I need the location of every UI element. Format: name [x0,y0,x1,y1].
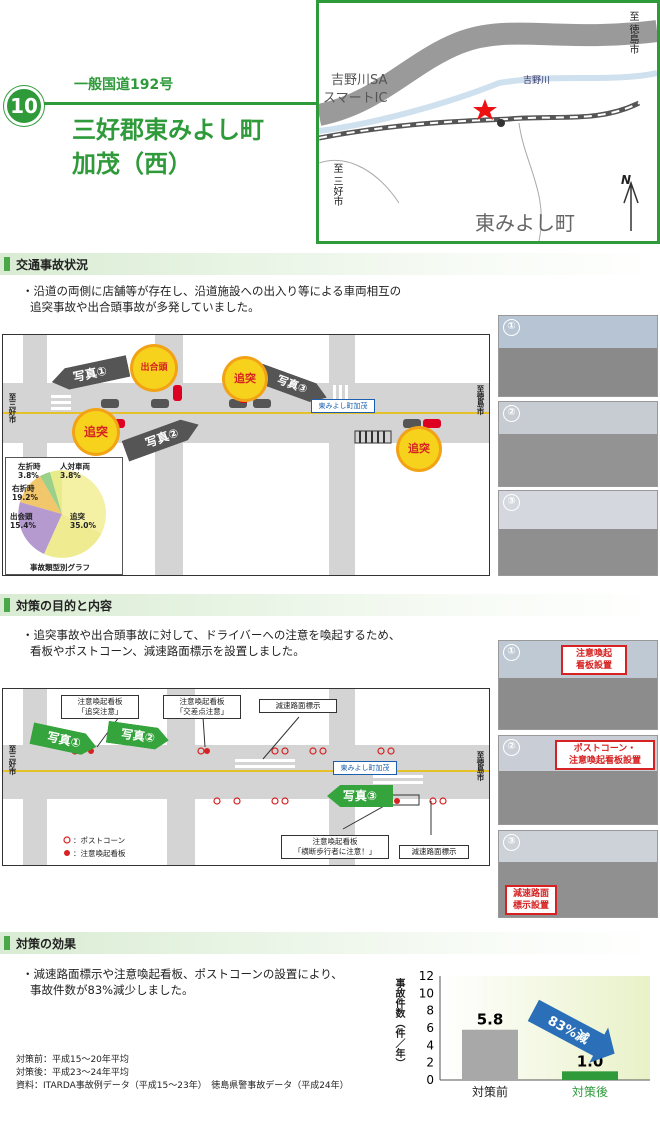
legend-postcone: ：ポストコーン [73,836,126,845]
sign-box-rear-end: 注意喚起看板「追突注意」 [61,695,139,719]
burst-rear-end-1: 追突 [75,411,117,453]
header-badge: 10 [4,86,44,126]
sign-box-intersection: 注意喚起看板「交差点注意」 [163,695,241,719]
x-tick-label: 対策前 [472,1084,508,1099]
y-tick-label: 10 [419,986,434,1000]
sec2-text-1: ・追突事故や出合頭事故に対して、ドライバーへの注意を喚起するため、 [22,628,401,642]
y-tick-label: 8 [426,1004,434,1018]
y-tick-label: 4 [426,1038,434,1052]
map-sa-label: 吉野川SA [331,73,388,88]
dir-right: 至徳島市 [476,385,485,415]
y-tick-label: 6 [426,1021,434,1035]
photo-3: ③ [498,490,658,576]
header-line [44,102,316,105]
section-accident-status: 交通事故状況 [0,253,660,275]
bar-対策後 [562,1071,618,1080]
measures-diagram: 注意喚起看板「追突注意」 注意喚起看板「交差点注意」 減速路面標示 注意喚起看板… [2,688,490,866]
sec2-text-2: 看板やポストコーン、減速路面標示を設置しました。 [30,644,305,658]
section-measures: 対策の目的と内容 [0,594,660,616]
accident-diagram: 写真① 写真② 写真③ 追突 出合頭 追突 追突 東みよし町加茂 至三好市 至徳… [2,334,490,576]
sign-box-pedestrian: 注意喚起看板「横断歩行者に注意！」 [281,835,389,859]
note-after: 対策後：平成23～24年平均 [16,1068,129,1078]
marking-box-1: 減速路面標示 [259,699,337,713]
sec3-text-1: ・減速路面標示や注意喚起看板、ポストコーンの設置により、 [22,967,343,981]
dir-left-2: 至三好市 [8,745,17,775]
map-to-tokushima: 至 徳島市 [627,11,638,55]
bar-対策前 [462,1029,518,1080]
photo-2: ② [498,401,658,487]
photo-measure-3: ③ 減速路面標示設置 [498,830,658,918]
y-tick-label: 12 [419,969,434,983]
map-river-label: 吉野川 [523,76,551,86]
page-title: 三好郡東みよし町 [72,116,264,144]
north-icon: N [621,173,632,187]
burst-rear-end-3: 追突 [399,429,439,469]
note-before: 対策前：平成15～20年平均 [16,1055,129,1065]
marking-box-2: 減速路面標示 [399,845,469,859]
reduction-arrow-shape [527,999,615,1063]
bar-value-label: 5.8 [477,1011,504,1029]
y-tick-label: 0 [426,1073,434,1087]
sec1-text-2: 追突事故や出合頭事故が多発していました。 [30,300,260,314]
photo-measure-1: ① 注意喚起看板設置 [498,640,658,730]
location-map: 至 徳島市 至 三好市 吉野川SA スマートIC 吉野川 東みよし町 N [316,0,660,244]
sec1-text-1: ・沿道の両側に店舗等が存在し、沿道施設への出入り等による車両相互の [22,284,402,298]
section-effects: 対策の効果 [0,932,660,954]
photo-measure-2: ② ポストコーン・注意喚起看板設置 [498,735,658,825]
chart-ylabel: 事故件数（件／年） [393,978,404,1068]
page-subtitle: 加茂（西） [72,150,192,178]
dir-right-2: 至徳島市 [476,751,485,781]
photo-1: ① [498,315,658,397]
note-source: 資料：ITARDA事故例データ（平成15～23年） 徳島県警事故データ（平成24… [16,1081,349,1091]
route-name: 一般国道192号 [74,77,174,93]
photo3-arrow-2: 写真③ [327,785,393,807]
map-ic-label: スマートIC [323,91,388,106]
legend-warning-sign: ：注意喚起看板 [73,849,126,858]
sec3-text-2: 事故件数が83%減少しました。 [30,983,194,997]
place-sign-2: 東みよし町加茂 [333,761,397,775]
x-tick-label: 対策後 [572,1085,608,1099]
y-tick-label: 2 [426,1056,434,1070]
map-to-miyoshi: 至 三好市 [331,163,342,207]
burst-collision: 出合頭 [133,347,175,389]
dir-left: 至三好市 [8,393,17,423]
map-town-label: 東みよし町 [475,211,575,235]
place-sign: 東みよし町加茂 [311,399,375,413]
pie-caption: 事故類型別グラフ [30,563,90,572]
burst-rear-end-2: 追突 [225,359,265,399]
